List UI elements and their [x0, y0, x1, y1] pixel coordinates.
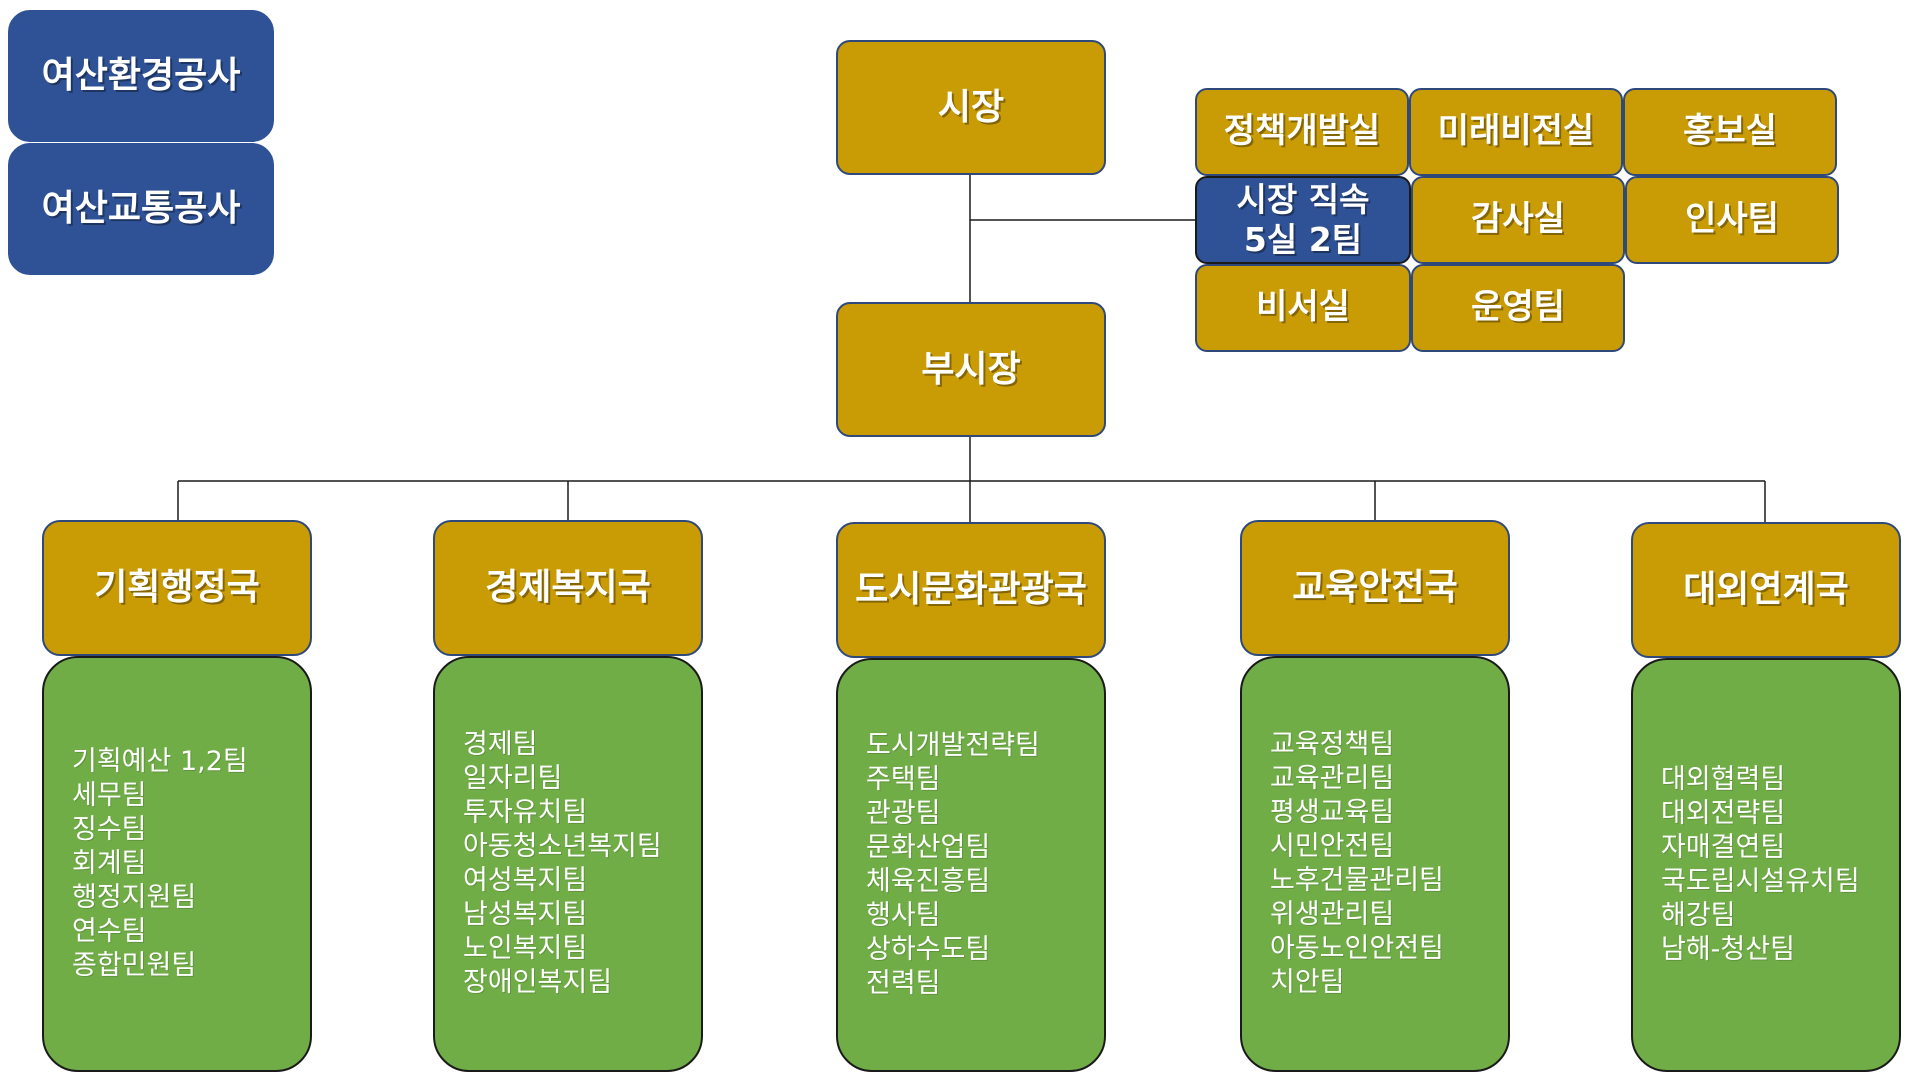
team-item: 노인복지팀: [463, 933, 588, 964]
affiliate-label: 여산교통공사: [41, 188, 241, 230]
team-item: 관광팀: [866, 798, 941, 829]
team-item: 종합민원팀: [72, 950, 197, 981]
team-panel-urban-culture: 도시개발전략팀 주택팀 관광팀 문화산업팀 체육진흥팀 행사팀 상하수도팀 전력…: [836, 658, 1106, 1072]
team-item: 대외협력팀: [1661, 764, 1786, 795]
affiliate-label: 여산환경공사: [41, 55, 241, 97]
department-box-planning: 기획행정국: [42, 520, 312, 656]
team-item: 여성복지팀: [463, 865, 588, 896]
team-list: 교육정책팀 교육관리팀 평생교육팀 시민안전팀 노후건물관리팀 위생관리팀 아동…: [1270, 728, 1444, 1000]
unit-box-policy: 정책개발실: [1195, 88, 1409, 176]
unit-box-operations: 운영팀: [1411, 264, 1625, 352]
team-list: 도시개발전략팀 주택팀 관광팀 문화산업팀 체육진흥팀 행사팀 상하수도팀 전력…: [866, 729, 1040, 1001]
team-panel-external: 대외협력팀 대외전략팀 자매결연팀 국도립시설유치팀 해강팀 남해-청산팀: [1631, 658, 1901, 1072]
mayor-direct-title-line: 시장 직속: [1236, 180, 1370, 220]
unit-box-vision: 미래비전실: [1409, 88, 1623, 176]
team-item: 국도립시설유치팀: [1661, 866, 1860, 897]
team-item: 장애인복지팀: [463, 967, 613, 998]
affiliate-box-environment: 여산환경공사: [8, 10, 274, 142]
mayor-direct-title-box: 시장 직속 5실 2팀: [1195, 176, 1411, 264]
team-item: 회계팀: [72, 848, 147, 879]
team-item: 시민안전팀: [1270, 831, 1395, 862]
department-label: 경제복지국: [485, 567, 651, 609]
team-item: 위생관리팀: [1270, 899, 1395, 930]
team-item: 체육진흥팀: [866, 866, 991, 897]
team-item: 일자리팀: [463, 763, 563, 794]
unit-label: 운영팀: [1471, 287, 1565, 328]
team-item: 평생교육팀: [1270, 797, 1395, 828]
unit-label: 감사실: [1471, 199, 1565, 240]
mayor-direct-title-line: 5실 2팀: [1243, 220, 1363, 259]
team-list: 경제팀 일자리팀 투자유치팀 아동청소년복지팀 여성복지팀 남성복지팀 노인복지…: [463, 728, 662, 1000]
deputy-mayor-label: 부시장: [921, 348, 1021, 390]
team-item: 연수팀: [72, 916, 147, 947]
team-item: 아동청소년복지팀: [463, 831, 662, 862]
team-item: 남성복지팀: [463, 899, 588, 930]
team-item: 아동노인안전팀: [1270, 933, 1444, 964]
team-item: 남해-청산팀: [1661, 934, 1795, 965]
team-item: 징수팀: [72, 814, 147, 845]
department-label: 교육안전국: [1292, 567, 1458, 609]
mayor-box: 시장: [836, 40, 1106, 175]
department-label: 기획행정국: [94, 567, 260, 609]
department-box-urban-culture: 도시문화관광국: [836, 522, 1106, 658]
department-box-external: 대외연계국: [1631, 522, 1901, 658]
team-item: 세무팀: [72, 780, 147, 811]
unit-label: 홍보실: [1683, 111, 1777, 152]
team-item: 행사팀: [866, 900, 941, 931]
team-item: 치안팀: [1270, 967, 1345, 998]
department-label: 대외연계국: [1683, 569, 1849, 611]
team-panel-education-safety: 교육정책팀 교육관리팀 평생교육팀 시민안전팀 노후건물관리팀 위생관리팀 아동…: [1240, 656, 1510, 1072]
team-item: 경제팀: [463, 729, 538, 760]
team-item: 행정지원팀: [72, 882, 197, 913]
team-item: 노후건물관리팀: [1270, 865, 1444, 896]
team-item: 투자유치팀: [463, 797, 588, 828]
team-panel-economy: 경제팀 일자리팀 투자유치팀 아동청소년복지팀 여성복지팀 남성복지팀 노인복지…: [433, 656, 703, 1072]
team-item: 도시개발전략팀: [866, 730, 1040, 761]
team-item: 교육관리팀: [1270, 763, 1395, 794]
team-panel-planning: 기획예산 1,2팀 세무팀 징수팀 회계팀 행정지원팀 연수팀 종합민원팀: [42, 656, 312, 1072]
team-item: 자매결연팀: [1661, 832, 1786, 863]
team-item: 기획예산 1,2팀: [72, 746, 248, 777]
team-list: 기획예산 1,2팀 세무팀 징수팀 회계팀 행정지원팀 연수팀 종합민원팀: [72, 745, 248, 983]
team-item: 교육정책팀: [1270, 729, 1395, 760]
unit-box-hr: 인사팀: [1625, 176, 1839, 264]
team-list: 대외협력팀 대외전략팀 자매결연팀 국도립시설유치팀 해강팀 남해-청산팀: [1661, 763, 1860, 967]
unit-label: 미래비전실: [1437, 111, 1595, 152]
team-item: 전력팀: [866, 968, 941, 999]
unit-box-pr: 홍보실: [1623, 88, 1837, 176]
unit-label: 인사팀: [1685, 199, 1779, 240]
department-box-economy: 경제복지국: [433, 520, 703, 656]
department-box-education-safety: 교육안전국: [1240, 520, 1510, 656]
team-item: 문화산업팀: [866, 832, 991, 863]
unit-box-secretary: 비서실: [1195, 264, 1411, 352]
department-label: 도시문화관광국: [855, 569, 1087, 611]
affiliate-box-transport: 여산교통공사: [8, 143, 274, 275]
team-item: 해강팀: [1661, 900, 1736, 931]
mayor-label: 시장: [937, 86, 1005, 128]
team-item: 대외전략팀: [1661, 798, 1786, 829]
unit-label: 정책개발실: [1223, 111, 1381, 152]
unit-label: 비서실: [1256, 287, 1350, 328]
unit-box-audit: 감사실: [1411, 176, 1625, 264]
deputy-mayor-box: 부시장: [836, 302, 1106, 437]
team-item: 상하수도팀: [866, 934, 991, 965]
team-item: 주택팀: [866, 764, 941, 795]
